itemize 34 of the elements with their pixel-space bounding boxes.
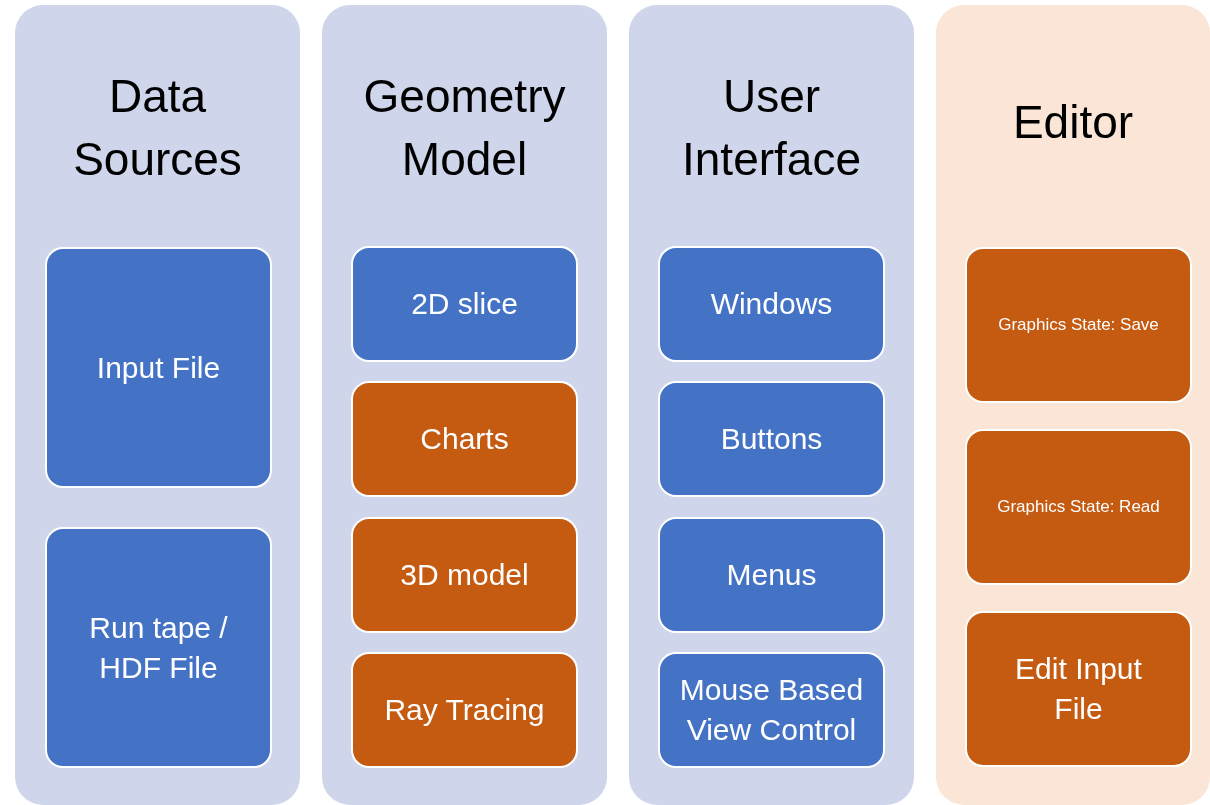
box-label: 3D model bbox=[399, 557, 530, 594]
component-box bbox=[658, 517, 885, 633]
box-label: Edit Input File bbox=[1014, 651, 1143, 727]
column-heading: Geometry Model bbox=[362, 69, 567, 187]
category-column bbox=[629, 5, 914, 805]
component-box bbox=[45, 247, 272, 488]
box-label: Buttons bbox=[719, 421, 824, 458]
box-label: Input File bbox=[95, 349, 222, 386]
box-label: Menus bbox=[725, 557, 818, 594]
box-label: Charts bbox=[419, 421, 510, 458]
component-box bbox=[965, 429, 1192, 585]
component-box bbox=[658, 246, 885, 362]
box-label: Ray Tracing bbox=[383, 692, 546, 729]
box-label: Mouse Based View Control bbox=[678, 672, 865, 748]
component-box bbox=[45, 527, 272, 768]
box-label: Graphics State: Read bbox=[996, 495, 1161, 518]
component-box bbox=[351, 652, 578, 768]
category-column bbox=[936, 5, 1210, 805]
box-label: 2D slice bbox=[410, 286, 519, 323]
component-box bbox=[351, 381, 578, 497]
column-heading: Data Sources bbox=[72, 69, 243, 187]
component-box bbox=[351, 246, 578, 362]
box-label: Run tape / HDF File bbox=[88, 609, 229, 686]
column-heading: User Interface bbox=[681, 69, 862, 187]
box-label: Graphics State: Save bbox=[997, 313, 1160, 336]
component-box bbox=[351, 517, 578, 633]
category-column bbox=[322, 5, 607, 805]
category-column bbox=[15, 5, 300, 805]
component-box bbox=[965, 247, 1192, 403]
box-label: Windows bbox=[709, 286, 834, 323]
component-box bbox=[658, 381, 885, 497]
column-heading: Editor bbox=[1012, 95, 1134, 150]
component-box bbox=[965, 611, 1192, 767]
component-box bbox=[658, 652, 885, 768]
